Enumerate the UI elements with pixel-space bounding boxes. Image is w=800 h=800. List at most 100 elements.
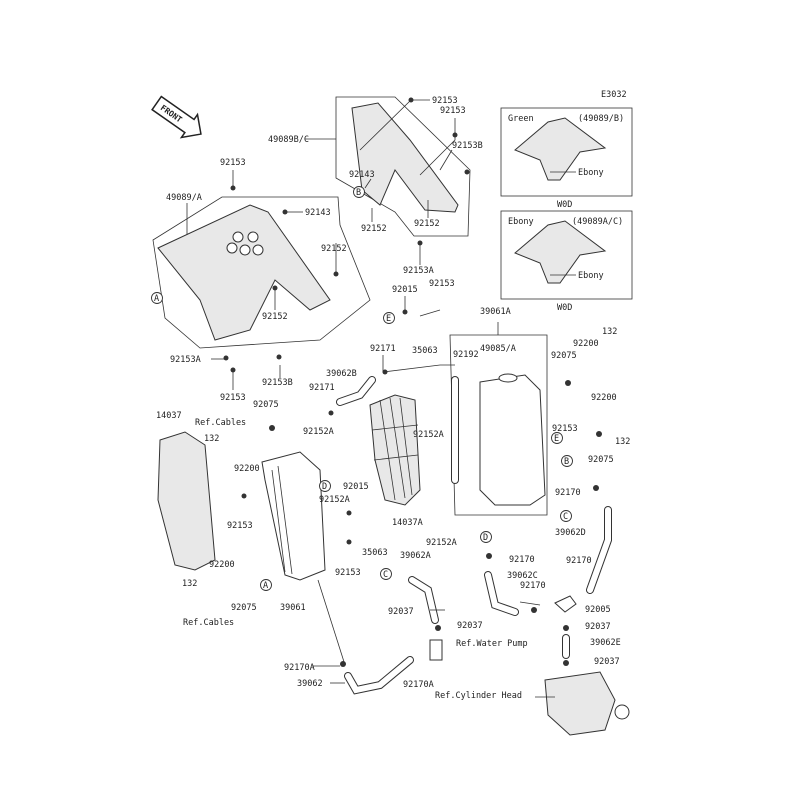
part-label: 92015 (392, 285, 418, 295)
part-label: 49089/A (166, 193, 202, 203)
part-label: 92200 (209, 560, 235, 570)
part-label: 92171 (309, 383, 335, 393)
part-label: 92153 (335, 568, 361, 578)
part-label: 39062E (590, 638, 621, 648)
part-label: 92037 (457, 621, 483, 631)
part-label: 92075 (588, 455, 614, 465)
part-label: 35063 (412, 346, 438, 356)
variant-upper-color: Ebony (508, 217, 534, 227)
part-label: 39062 (297, 679, 323, 689)
fasteners (223, 97, 602, 667)
part-label: 92152A (303, 427, 334, 437)
part-label: 39061A (480, 307, 511, 317)
part-label: 92152 (262, 312, 288, 322)
part-label: 92153A (403, 266, 434, 276)
part-label: 39062C (507, 571, 538, 581)
ref-circle-c: C (383, 570, 388, 580)
part-label: 92153 (432, 96, 458, 106)
ref-circle-b: B (564, 457, 569, 467)
part-label: 132 (602, 327, 617, 337)
part-label: 39062A (400, 551, 431, 561)
part-label: 92152A (426, 538, 457, 548)
part-label: 49085/A (480, 344, 516, 354)
part-label: 92170A (403, 680, 434, 690)
variant-model: W0D (557, 200, 572, 210)
part-label: 92153 (552, 424, 578, 434)
part-label: 92170 (566, 556, 592, 566)
ref-circle-c: C (563, 512, 568, 522)
variant-lower-color: Ebony (578, 271, 604, 281)
ref-circle-a: A (154, 294, 159, 304)
part-label: Ref.Cylinder Head (435, 691, 522, 701)
part-label: 92005 (585, 605, 611, 615)
variant-lower-color: Ebony (578, 168, 604, 178)
ref-circle-b: B (356, 188, 361, 198)
part-label: 92152A (319, 495, 350, 505)
part-label: 92037 (594, 657, 620, 667)
part-label: 92153 (429, 279, 455, 289)
part-label: 132 (204, 434, 219, 444)
part-label: 92075 (231, 603, 257, 613)
part-label: 92075 (253, 400, 279, 410)
cylinder-head (544, 671, 616, 736)
part-label: 92152 (414, 219, 440, 229)
part-label: 92170 (555, 488, 581, 498)
part-label: 39061 (280, 603, 306, 613)
leader-lines (186, 99, 555, 698)
part-label: 92153 (227, 521, 253, 531)
radiator-left (261, 451, 326, 581)
part-label: 92152 (361, 224, 387, 234)
part-label: 92143 (349, 170, 375, 180)
radiator-right (479, 374, 546, 506)
ref-circle-e: E (386, 314, 391, 324)
part-label: Ref.Cables (195, 418, 246, 428)
shroud-left (157, 204, 331, 341)
ref-circle-e: E (554, 434, 559, 444)
part-label: 92152A (413, 430, 444, 440)
part-label: 92143 (305, 208, 331, 218)
part-label: 92153A (170, 355, 201, 365)
part-label: 132 (615, 437, 630, 447)
part-label: 92171 (370, 344, 396, 354)
part-label: Ref.Cables (183, 618, 234, 628)
part-label: 14037A (392, 518, 423, 528)
part-label: 92153 (440, 106, 466, 116)
part-label: 92192 (453, 350, 479, 360)
ref-circle-d: D (322, 482, 327, 492)
diagram-code: E3032 (601, 90, 627, 100)
part-label: 92153B (262, 378, 293, 388)
part-label: 92037 (388, 607, 414, 617)
part-label: 92200 (234, 464, 260, 474)
variant-upper-color: Green (508, 114, 534, 124)
part-label: 39062B (326, 369, 357, 379)
part-label: 92075 (551, 351, 577, 361)
part-label: 49089B/C (268, 135, 309, 145)
front-arrow-icon: FRONT (151, 95, 202, 139)
part-label: 92037 (585, 622, 611, 632)
shroud-right (351, 102, 459, 213)
part-label: Ref.Water Pump (456, 639, 528, 649)
variant-code: (49089A/C) (572, 217, 623, 227)
part-label: 92170 (520, 581, 546, 591)
ref-circle-d: D (483, 533, 488, 543)
part-label: 92170A (284, 663, 315, 673)
part-label: 92153 (220, 393, 246, 403)
part-label: 92152 (321, 244, 347, 254)
variant-model: W0D (557, 303, 572, 313)
radiator-guard-right (369, 394, 421, 506)
part-label: 132 (182, 579, 197, 589)
variant-box-49089a-c: Ebony (49089A/C) Ebony W0D (500, 210, 633, 313)
part-label: 92153 (220, 158, 246, 168)
part-label: 14037 (156, 411, 182, 421)
variant-code: (49089/B) (578, 114, 624, 124)
part-label: 92015 (343, 482, 369, 492)
part-label: 35063 (362, 548, 388, 558)
ref-circle-a: A (263, 581, 268, 591)
callouts: 92153 92153 49089B/C 92153B 92143 92152 … (156, 96, 630, 701)
radiator-guard-left (157, 431, 216, 571)
part-label: 92170 (509, 555, 535, 565)
part-label: 92200 (573, 339, 599, 349)
part-label: 39062D (555, 528, 586, 538)
